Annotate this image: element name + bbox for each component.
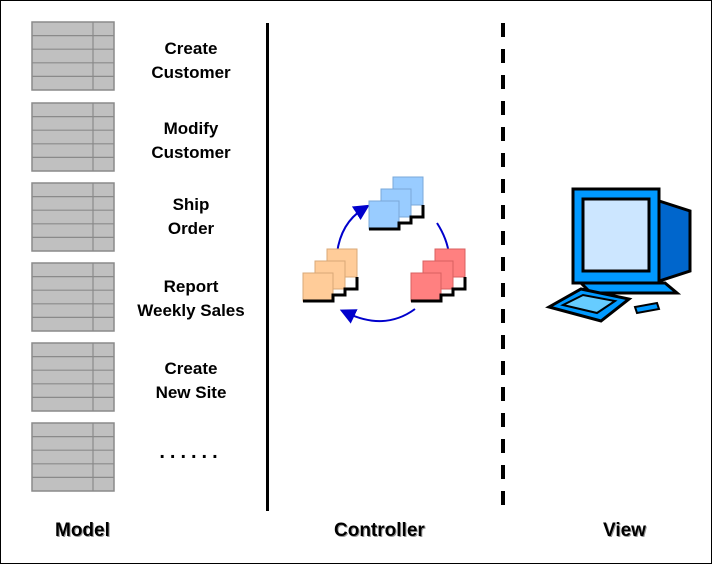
operation-line: Modify [163,119,219,138]
document-stack-icon [410,248,467,303]
operation-label: Ship Order [116,191,266,243]
model-label: Model [55,520,110,541]
table-icon [31,182,115,252]
operation-line: Ship [172,195,210,214]
controller-cycle-graphic [297,171,477,336]
operation-line: Report [163,277,219,296]
operation-line: Weekly Sales [137,301,245,320]
table-icon [31,102,115,172]
table-icon [31,342,115,412]
cycle-arrow [336,204,370,254]
model-controller-divider [266,23,269,511]
operation-line: Create [164,39,218,58]
computer-icon [545,179,695,334]
operation-label: Create Customer [116,35,266,87]
document-stack-icon [302,248,359,303]
operation-label: Create New Site [116,355,266,407]
ellipsis: ...... [159,441,223,463]
controller-view-divider [501,23,505,511]
table-icon [31,262,115,332]
view-label: View [603,520,646,541]
operation-label: Report Weekly Sales [116,273,266,325]
cycle-arrow [339,308,416,324]
operation-line: Create [164,359,218,378]
operation-line: Customer [151,63,231,82]
operation-line: Order [167,219,215,238]
operation-line: New Site [155,383,227,402]
operation-line: Customer [151,143,231,162]
controller-label: Controller [334,520,425,541]
table-icon [31,21,115,91]
operation-label: Modify Customer [116,115,266,167]
document-stack-icon [368,176,425,231]
table-icon [31,422,115,492]
